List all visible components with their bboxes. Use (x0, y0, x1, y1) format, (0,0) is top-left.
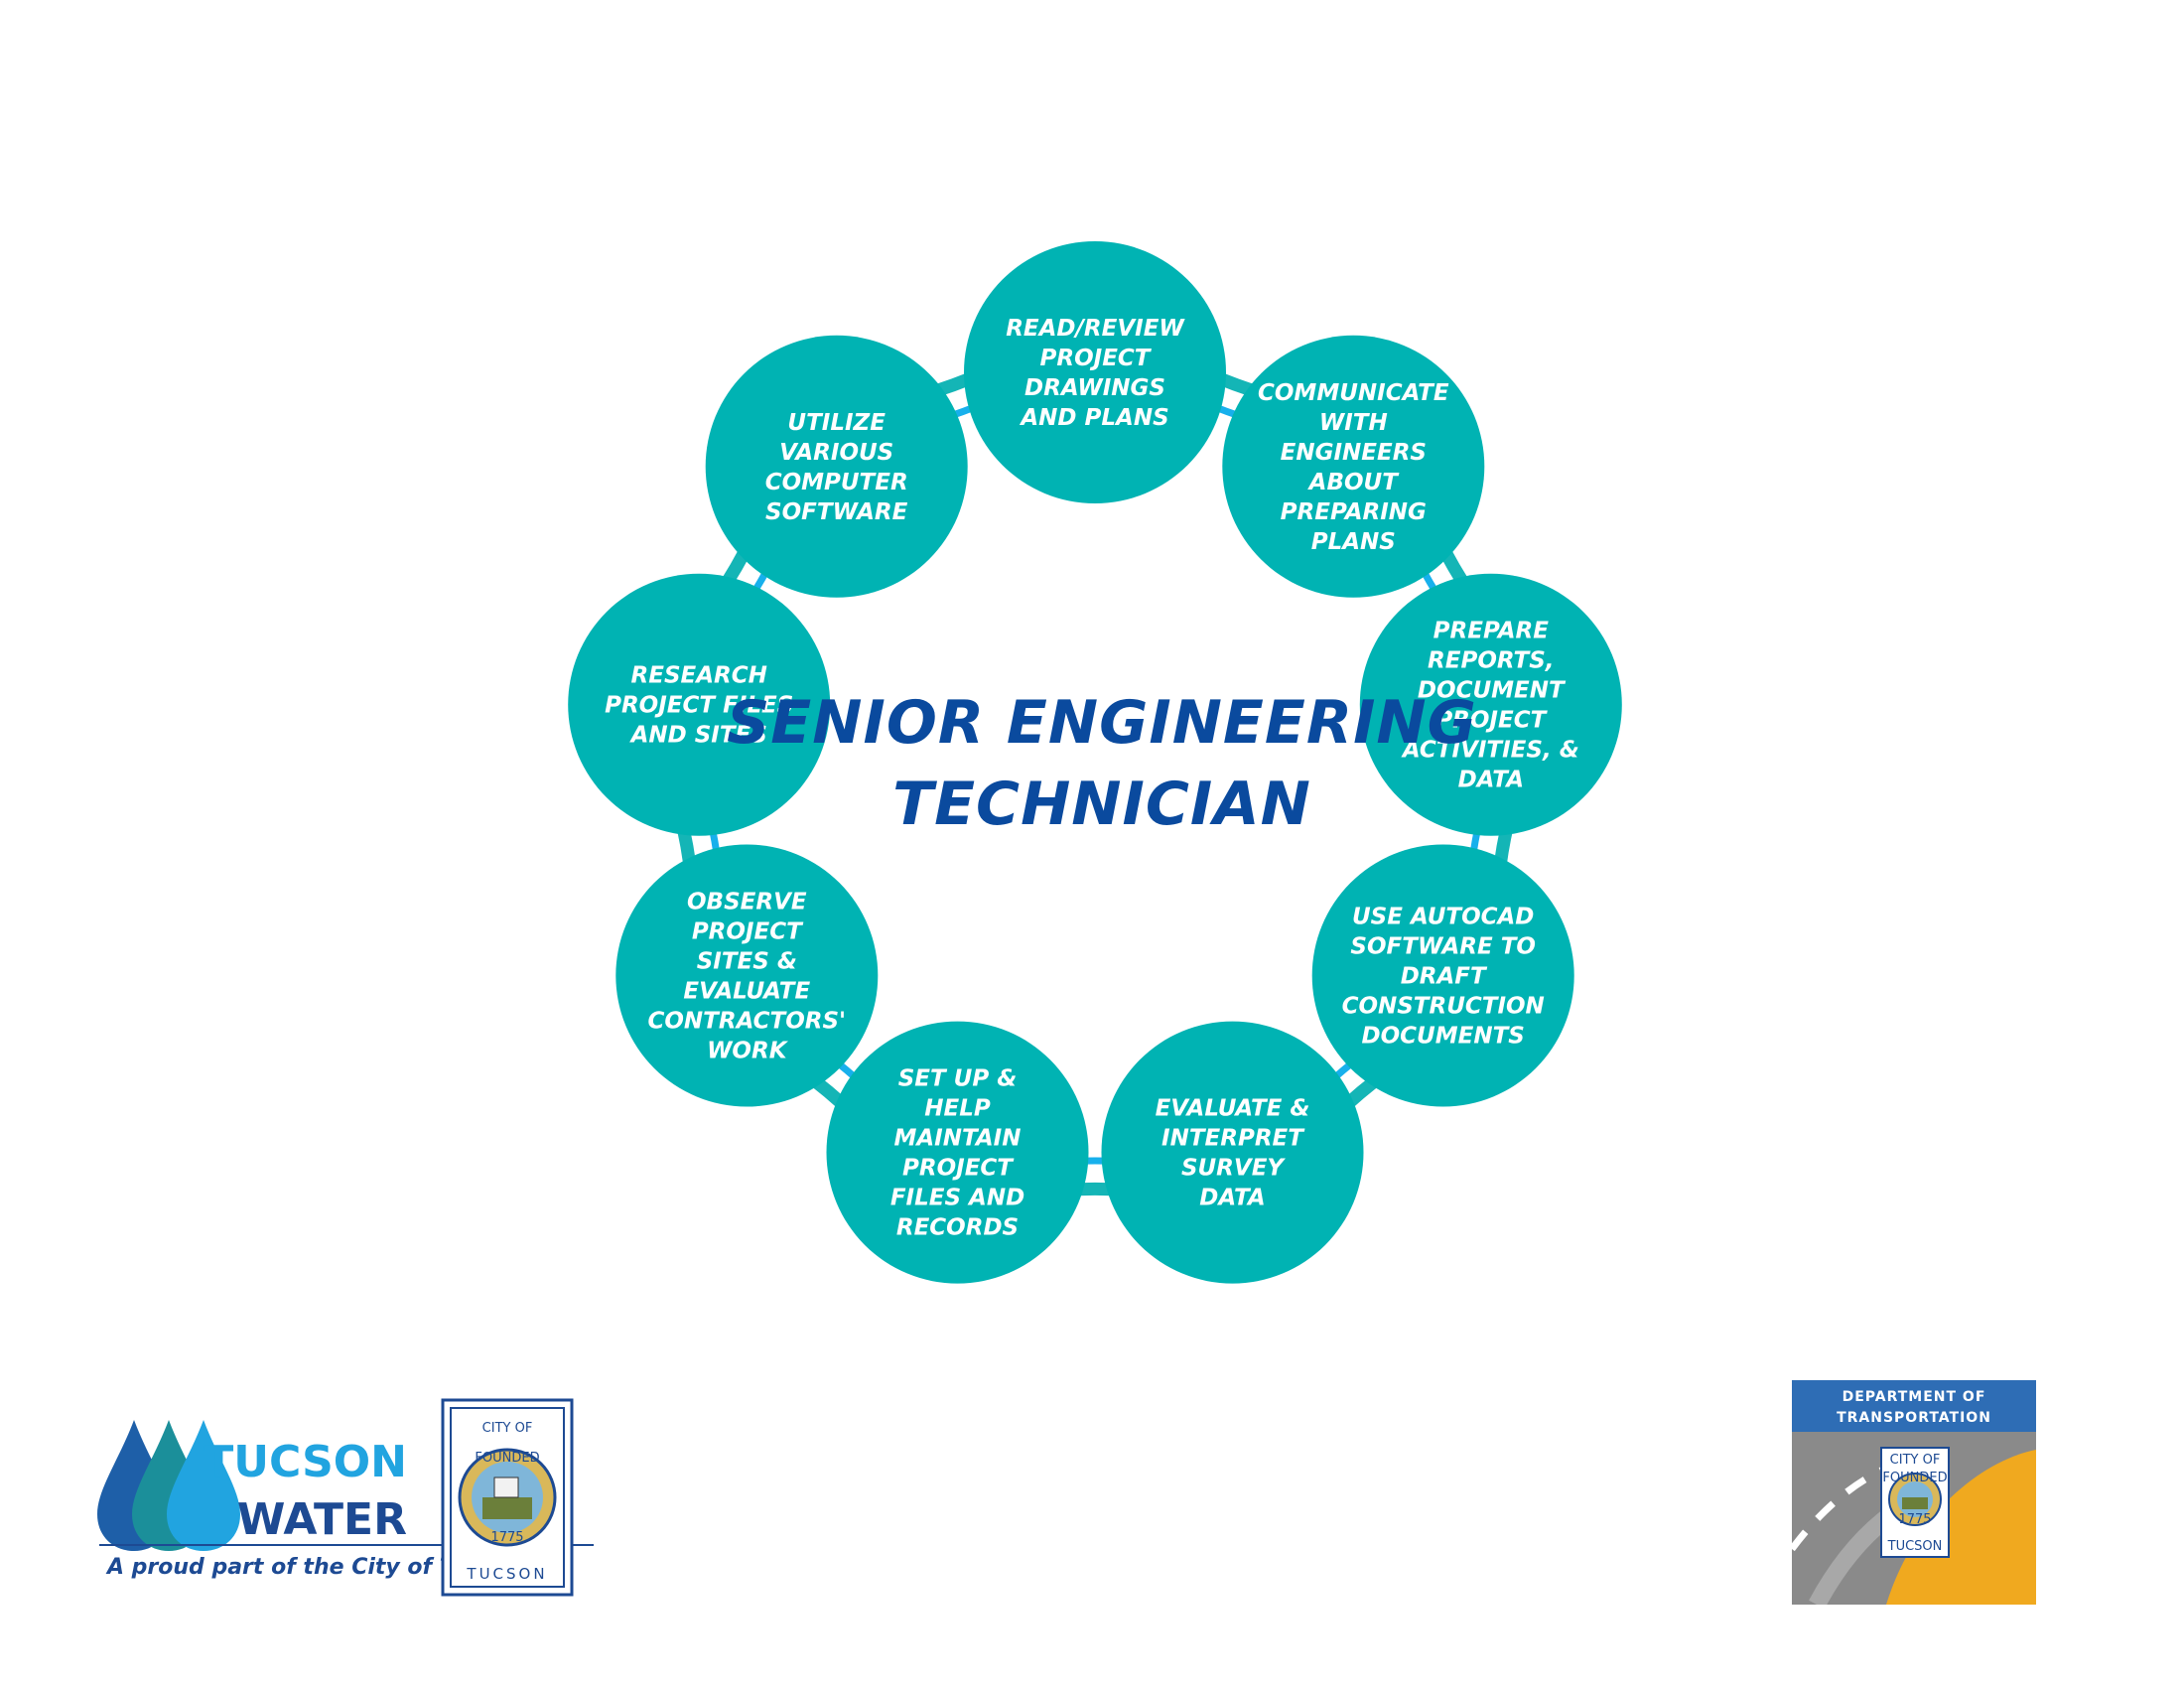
node-circle (615, 844, 879, 1107)
node-label-line: SET UP & (898, 1066, 1018, 1092)
node-label-line: RESEARCH (631, 663, 767, 689)
node-circle (1359, 573, 1622, 836)
node-circle (1311, 844, 1574, 1107)
node-label-line: UTILIZE (787, 410, 886, 436)
tucson-word: TUCSON (204, 1437, 407, 1487)
node-label-line: READ/REVIEW (1006, 316, 1185, 342)
title-line-2: TECHNICIAN (892, 770, 1311, 839)
node-label-line: WITH (1319, 410, 1388, 436)
city-seal-icon: CITY OF FOUNDED 1775 TUCSON (441, 1398, 574, 1597)
node-label-line: VARIOUS (779, 440, 893, 466)
node-label-line: COMMUNICATE (1258, 380, 1449, 406)
node-label-line: EVALUATE (683, 979, 810, 1005)
dot-city-seal-icon: CITY OF FOUNDED 1775 TUCSON (1880, 1447, 1950, 1558)
node-circle (705, 335, 968, 598)
node-label-line: PROJECT (692, 919, 804, 945)
seal-founded: FOUNDED (475, 1451, 539, 1466)
node-observe-sites: OBSERVE PROJECT SITES & EVALUATE CONTRACTORS… (615, 844, 879, 1107)
node-label-line: DATA (1199, 1186, 1265, 1211)
node-label-line: ACTIVITIES, & (1401, 738, 1579, 764)
node-circle (568, 573, 831, 836)
node-label-line: DOCUMENT (1418, 678, 1567, 704)
tucson-water-logo: TUCSON WATER A proud part of the City of… (60, 1378, 629, 1609)
dot-logo: DEPARTMENT OF TRANSPORTATION CITY OF FOU… (1792, 1380, 2036, 1605)
node-label-line: SURVEY (1181, 1156, 1286, 1182)
node-label-line: COMPUTER (765, 470, 908, 495)
node-label-line: PROJECT (902, 1156, 1015, 1182)
node-label-line: CONSTRUCTION (1342, 994, 1545, 1020)
node-label-line: SITES & (697, 949, 797, 975)
node-circle (1101, 1021, 1364, 1284)
node-label-line: PROJECT FILES (605, 693, 793, 719)
node-label-line: PREPARING (1281, 499, 1427, 525)
node-label-line: PREPARE (1433, 619, 1550, 644)
node-circle (1222, 335, 1485, 598)
node-label-line: WORK (707, 1039, 789, 1064)
node-label-line: PROJECT (1040, 346, 1153, 371)
node-label-line: PROJECT (1435, 708, 1548, 734)
node-group: READ/REVIEW PROJECT DRAWINGS AND PLANS COMMU… (568, 241, 1622, 1284)
node-circle (826, 1021, 1089, 1284)
node-use-autocad: USE AUTOCAD SOFTWARE TO DRAFT CONSTRUCTION D… (1311, 844, 1574, 1107)
node-label-line: FILES AND (890, 1186, 1024, 1211)
dot-line-2: TRANSPORTATION (1837, 1410, 1991, 1426)
seal-city-of: CITY OF (482, 1421, 533, 1436)
node-communicate: COMMUNICATE WITH ENGINEERS ABOUT PREPARING PL… (1222, 335, 1485, 598)
node-label-line: ENGINEERS (1281, 440, 1427, 466)
node-label-line: ABOUT (1307, 470, 1401, 495)
node-label-line: SOFTWARE TO (1350, 934, 1536, 960)
node-label-line: INTERPRET (1161, 1126, 1305, 1152)
node-label-line: AND SITES (629, 723, 767, 749)
node-label-line: HELP (924, 1096, 991, 1122)
node-read-review: READ/REVIEW PROJECT DRAWINGS AND PLANS (964, 241, 1226, 503)
node-label-line: USE AUTOCAD (1352, 905, 1534, 930)
dot-seal-founded: FOUNDED (1882, 1471, 1947, 1485)
node-set-up-files: SET UP & HELP MAINTAIN PROJECT FILES AND RECO… (826, 1021, 1089, 1284)
node-label-line: DRAWINGS (1024, 375, 1165, 401)
node-label-line: DRAFT (1401, 964, 1488, 990)
center-title: SENIOR ENGINEERING TECHNICIAN (727, 688, 1477, 839)
dot-seal-city-of: CITY OF (1890, 1453, 1941, 1468)
node-research-files: RESEARCH PROJECT FILES AND SITES (568, 573, 831, 836)
title-line-1: SENIOR ENGINEERING (727, 688, 1477, 758)
node-label-line: MAINTAIN (893, 1126, 1021, 1152)
dot-seal-tucson: TUCSON (1887, 1539, 1943, 1554)
node-label-line: REPORTS, (1428, 648, 1555, 674)
dot-seal-year: 1775 (1898, 1512, 1931, 1527)
water-drops-icon (97, 1420, 240, 1551)
seal-tucson: TUCSON (466, 1565, 547, 1583)
node-label-line: OBSERVE (687, 890, 807, 915)
water-word: WATER (237, 1494, 407, 1545)
node-label-line: AND PLANS (1019, 405, 1168, 431)
node-label-line: RECORDS (896, 1215, 1019, 1241)
dot-line-1: DEPARTMENT OF (1843, 1389, 1986, 1405)
node-label-line: DOCUMENTS (1362, 1024, 1525, 1050)
seal-year: 1775 (490, 1530, 523, 1545)
node-label-line: PLANS (1311, 529, 1396, 555)
node-label-line: SOFTWARE (765, 499, 908, 525)
dot-orange-shape (1886, 1450, 2036, 1605)
node-label-line: DATA (1458, 768, 1524, 793)
node-label-line: EVALUATE & (1156, 1096, 1310, 1122)
node-label-line: CONTRACTORS' (647, 1009, 846, 1035)
dot-banner (1792, 1380, 2036, 1432)
node-evaluate-survey: EVALUATE & INTERPRET SURVEY DATA (1101, 1021, 1364, 1284)
node-circle (964, 241, 1226, 503)
node-utilize-software: UTILIZE VARIOUS COMPUTER SOFTWARE (705, 335, 968, 598)
node-prepare-reports: PREPARE REPORTS, DOCUMENT PROJECT ACTIVITIES… (1359, 573, 1622, 836)
